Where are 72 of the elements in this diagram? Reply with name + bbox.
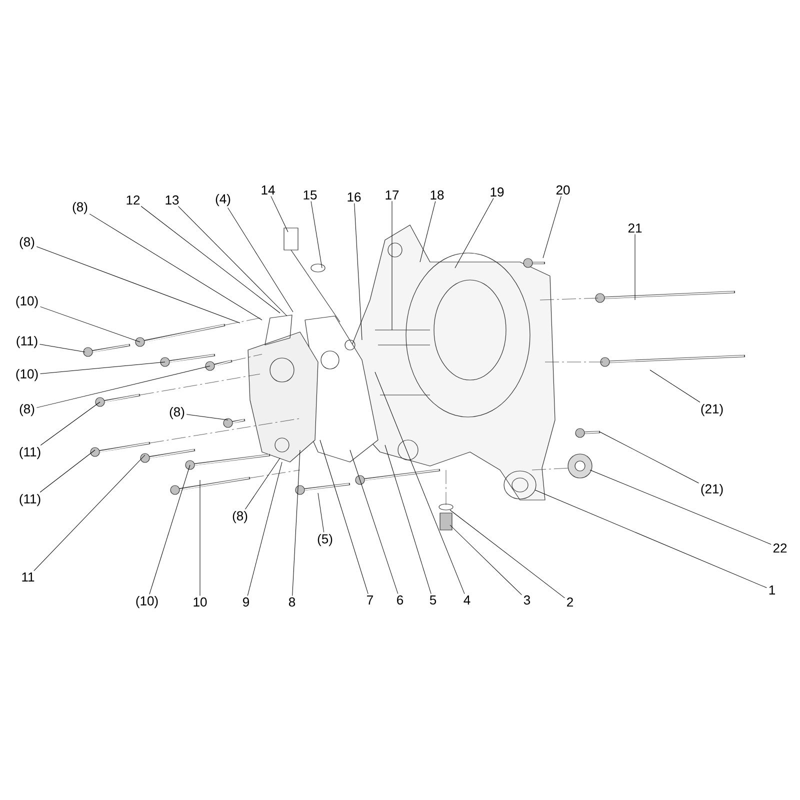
callout-number: 6 [397, 595, 404, 605]
callout-number: (11) [16, 336, 38, 348]
callout-number: (10) [16, 368, 38, 382]
leader-line [40, 402, 100, 446]
callout-number: 20 [556, 185, 570, 195]
callout-number: 17 [386, 190, 399, 200]
leader-line [36, 366, 210, 408]
leader-line [634, 234, 636, 300]
leader-line [270, 196, 288, 232]
leader-line [320, 440, 368, 594]
callout-number: (10) [136, 596, 158, 608]
callout-number: (11) [20, 494, 40, 506]
leader-line [600, 432, 699, 484]
leader-line [89, 214, 262, 320]
callout-number: (10) [16, 296, 38, 308]
leader-line [40, 306, 140, 342]
leader-line [450, 524, 522, 596]
callout-number: 12 [126, 195, 140, 205]
leader-line [354, 203, 362, 340]
callout-number: 14 [262, 186, 275, 194]
callout-number: (8) [170, 406, 184, 420]
callout-number: 13 [166, 195, 179, 205]
leader-line [384, 444, 432, 594]
leader-line [245, 458, 280, 510]
callout-number: (8) [232, 510, 248, 524]
leader-line [420, 201, 436, 262]
callout-number: 10 [194, 597, 207, 607]
leader-line [450, 510, 565, 598]
leader-line [36, 246, 240, 324]
leader-line [178, 206, 288, 316]
callout-number: 5 [430, 595, 436, 605]
leader-line [228, 208, 294, 312]
callout-number: 21 [628, 223, 642, 233]
callout-number: 1 [769, 586, 775, 594]
callout-number: (8) [72, 202, 88, 214]
leader-line [292, 450, 300, 596]
callout-number: 22 [773, 543, 787, 553]
callout-number: (4) [216, 194, 230, 206]
leader-line [247, 462, 282, 596]
callout-number: 3 [524, 595, 530, 605]
leader-line [40, 344, 86, 352]
callout-number: 4 [464, 596, 470, 604]
callout-number: (21) [701, 404, 723, 416]
callout-number: 7 [367, 596, 373, 604]
callout-number: 9 [243, 597, 249, 607]
callout-number: (11) [20, 446, 40, 460]
leader-line [590, 470, 772, 545]
callout-number: 15 [304, 190, 317, 200]
leader-line [149, 464, 190, 594]
callout-number: 11 [22, 572, 34, 582]
leader-line [454, 198, 494, 268]
leader-line [534, 490, 767, 588]
leader-line [40, 362, 166, 374]
callout-number: (8) [20, 236, 34, 250]
leader-line [650, 370, 700, 402]
callout-number: 16 [348, 192, 361, 202]
callout-number: (8) [20, 404, 34, 416]
leader-line [186, 414, 228, 420]
callout-number: 18 [430, 190, 444, 200]
leader-line [310, 200, 322, 268]
leader-line [140, 206, 280, 314]
leader-line [40, 450, 96, 492]
callout-number: (21) [701, 484, 723, 496]
leader-line [350, 450, 398, 594]
callout-number: 8 [288, 597, 296, 607]
leader-line [318, 492, 324, 532]
callout-number: 19 [490, 187, 504, 197]
leader-line [542, 196, 562, 258]
leader-line [34, 454, 146, 572]
leader-line [374, 372, 465, 594]
callout-number: 2 [567, 597, 573, 607]
callout-number: (5) [318, 534, 332, 546]
